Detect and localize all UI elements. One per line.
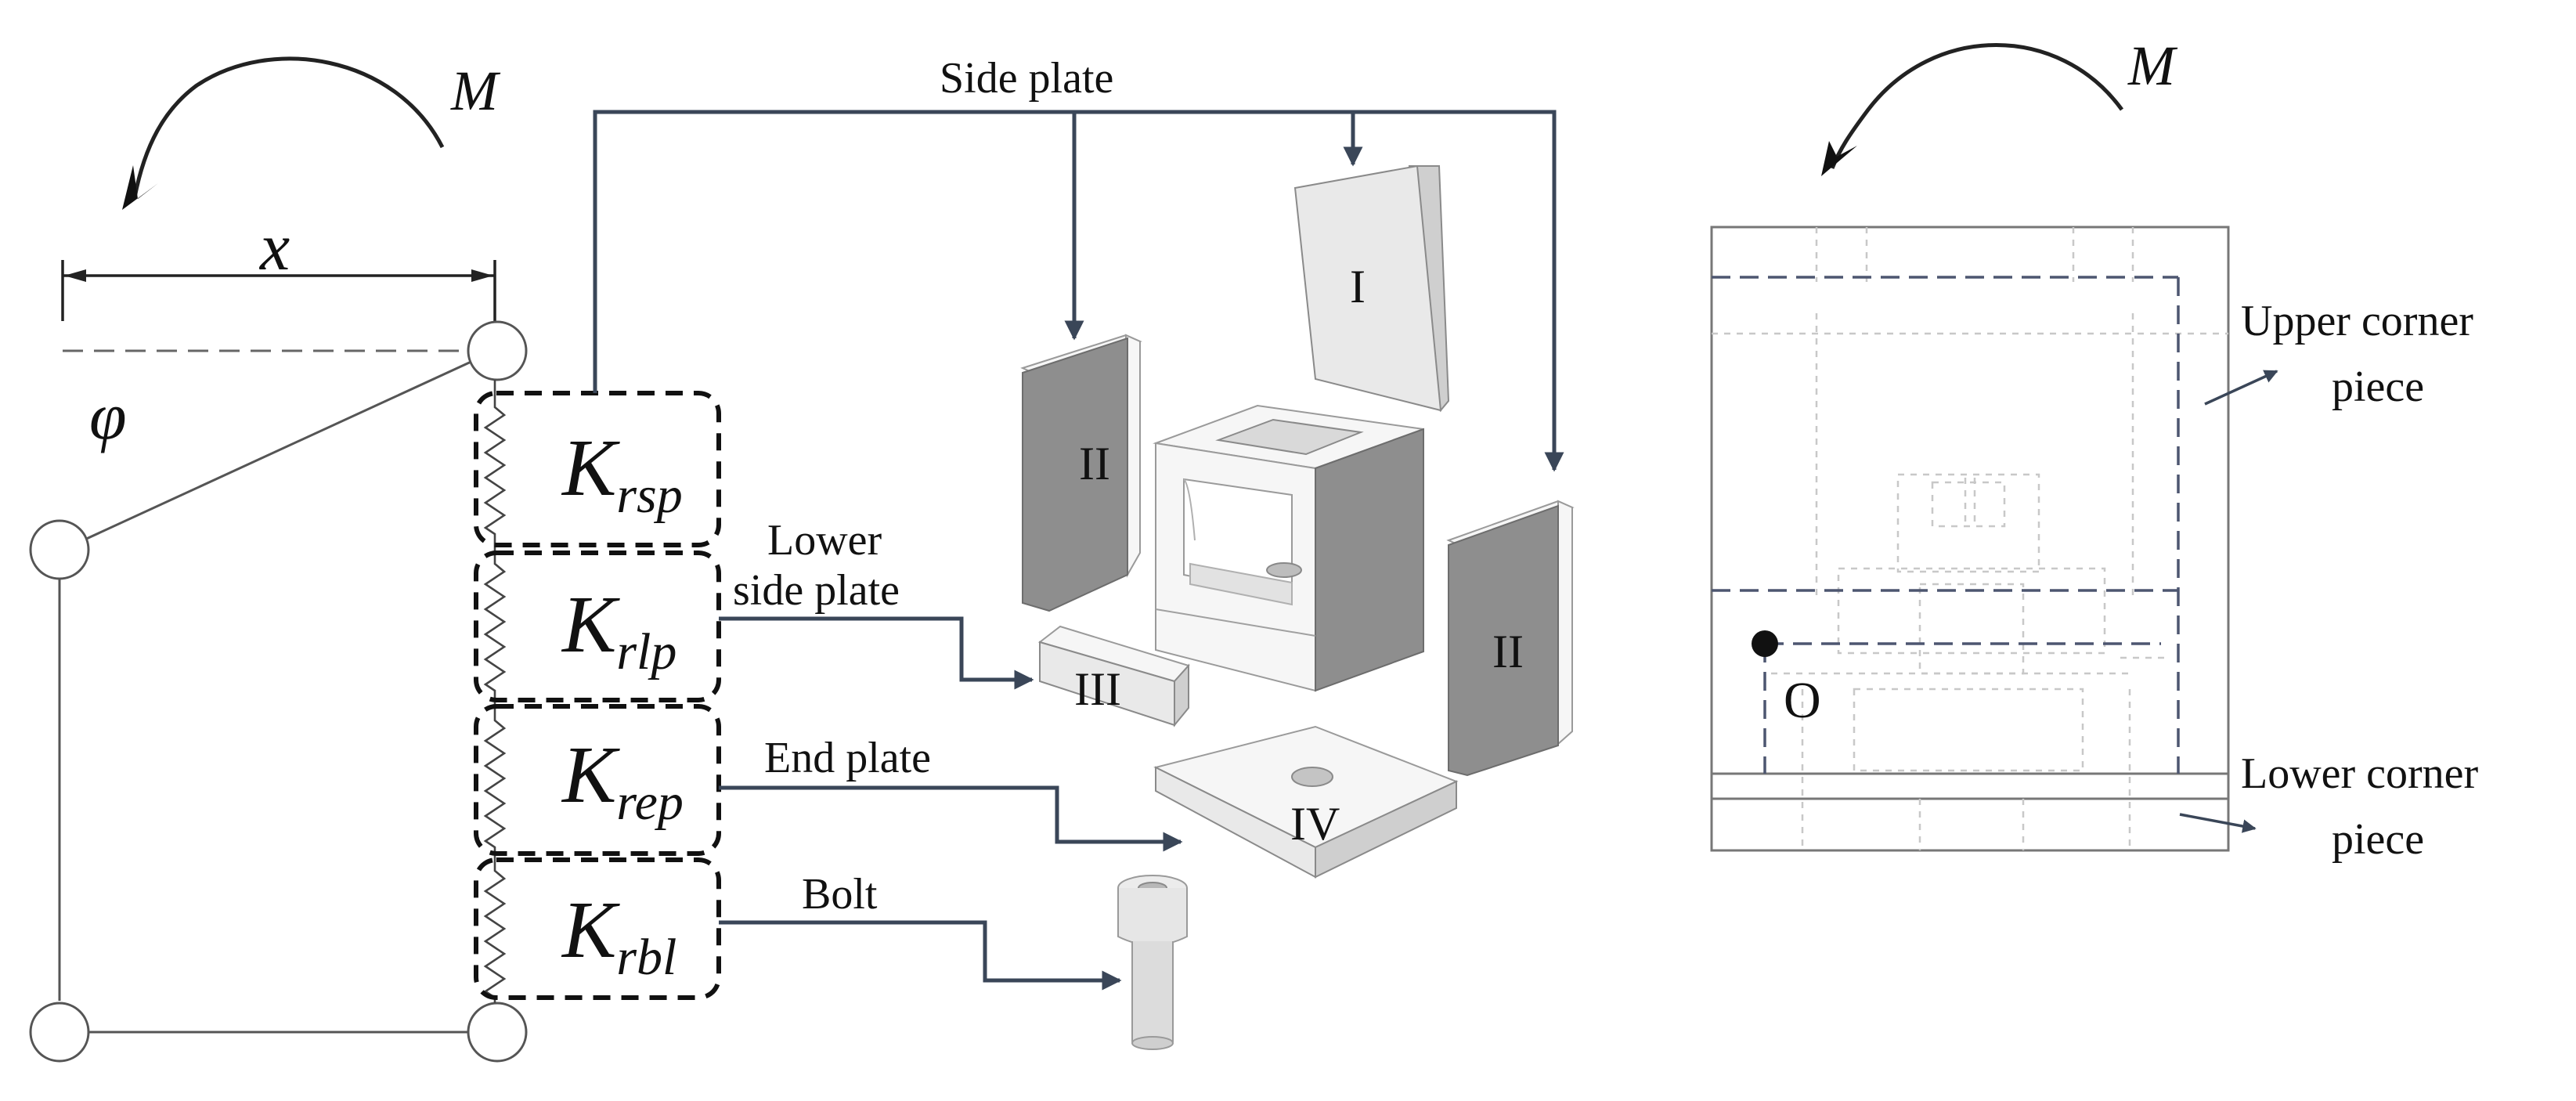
- stiffness-box-rsp: [474, 391, 721, 547]
- origin-point: [1752, 630, 1778, 657]
- stiffness-box-rlp: [474, 550, 721, 702]
- part-label-ii-left: II: [1079, 438, 1110, 489]
- upper-corner-label-line2: piece: [2332, 363, 2424, 411]
- part-label-iii: III: [1074, 663, 1121, 715]
- hinge-top-right: [467, 320, 528, 381]
- hidden-lines: [1712, 227, 2228, 850]
- bolt-label: Bolt: [802, 870, 878, 919]
- end-plate-label: End plate: [764, 734, 931, 782]
- hinge-bottom-left: [29, 1002, 90, 1063]
- hinge-bottom-right: [467, 1002, 528, 1063]
- right-moment-arrow: [1830, 43, 2124, 169]
- moment-arrow: [132, 56, 445, 198]
- plate-ii-right: II: [1446, 500, 1575, 777]
- plate-ii-left: II: [1020, 334, 1142, 612]
- corner-outline: [1710, 226, 2230, 852]
- corner-block: [1153, 404, 1424, 692]
- moment-label: M: [450, 60, 501, 122]
- part-label-ii-right: II: [1492, 626, 1524, 677]
- stiffness-label-rbl: Krbl: [561, 885, 676, 986]
- spring-series: [483, 380, 507, 1003]
- plate-i: I: [1293, 164, 1450, 413]
- exploded-parts: I II II: [1020, 164, 1575, 1050]
- bolt-part: [1117, 875, 1188, 1050]
- length-label: x: [258, 209, 290, 284]
- stiffness-label-rep: Krep: [561, 730, 684, 831]
- lower-side-plate-label-line2: side plate: [733, 566, 900, 615]
- plate-iv: IV: [1153, 725, 1459, 879]
- upper-corner-label-line1: Upper corner: [2241, 297, 2473, 345]
- stiffness-label-rsp: Krsp: [561, 423, 683, 524]
- lower-corner-label-line2: piece: [2332, 815, 2424, 864]
- left-mechanical-model: M x φ Krsp Krlp Krep: [29, 56, 721, 1063]
- plate-iii: III: [1037, 625, 1190, 727]
- lower-corner-label-line1: Lower corner: [2241, 749, 2479, 798]
- side-plate-label: Side plate: [940, 54, 1113, 103]
- hinge-left: [29, 519, 90, 580]
- right-moment-label: M: [2127, 34, 2178, 97]
- right-side-view: M: [1710, 34, 2479, 864]
- part-label-i: I: [1350, 261, 1366, 312]
- moment-arrowhead: [122, 165, 158, 210]
- lower-side-plate-label-line1: Lower: [767, 516, 882, 565]
- stiffness-label-rlp: Krlp: [561, 579, 676, 680]
- angle-label: φ: [89, 378, 127, 453]
- stiffness-box-rep: [474, 704, 721, 856]
- connector-arrows: Side plate Lower side plate End plate Bo…: [593, 54, 1564, 991]
- origin-label: O: [1784, 672, 1821, 729]
- stiffness-box-rbl: [474, 857, 721, 1000]
- right-moment-arrowhead: [1821, 141, 1857, 176]
- part-label-iv: IV: [1290, 798, 1340, 850]
